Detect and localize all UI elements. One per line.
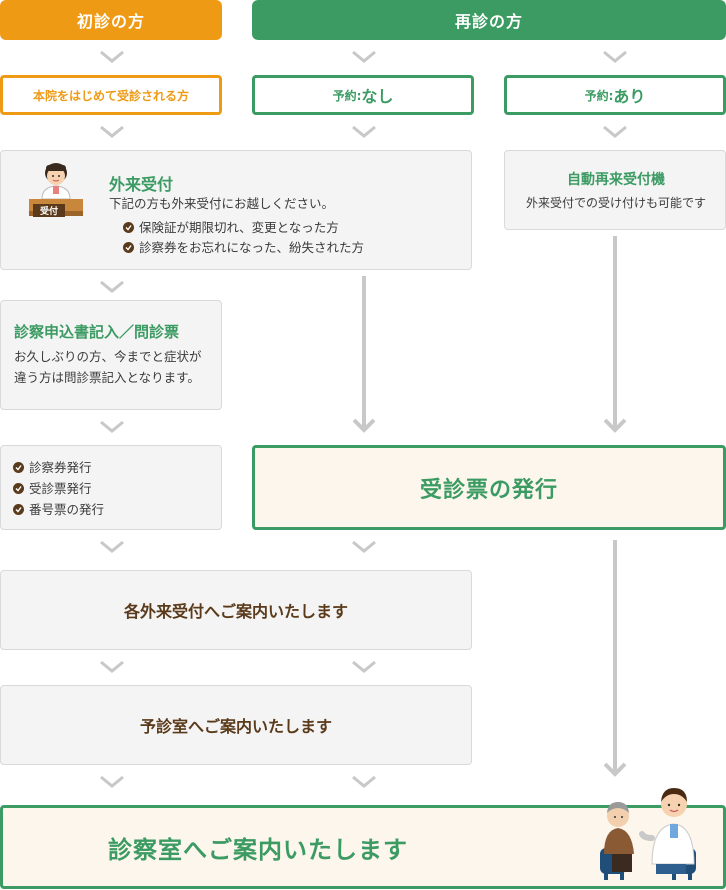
check-icon (13, 483, 24, 494)
outpatient-item-text: 保険証が期限切れ、変更となった方 (139, 220, 339, 235)
issue-item-text: 受診票発行 (29, 481, 92, 496)
outpatient-item: 診察券をお忘れになった、紛失された方 (123, 237, 364, 258)
first-visit-label-text: 本院をはじめて受診される方 (32, 88, 189, 103)
chevron-down-icon (603, 125, 627, 138)
guide-outpatient-text: 各外来受付へご案内いたします (123, 602, 348, 621)
issue-item-text: 番号票の発行 (29, 502, 105, 517)
kiosk-desc: 外来受付での受け付けも可能です (525, 196, 706, 210)
arrow-down-icon (603, 540, 627, 777)
revisit-header-label: 再診の方 (454, 12, 523, 31)
guide-outpatient-box: 各外来受付へご案内いたします (0, 570, 472, 650)
questionnaire-box: 診察申込書記入／問診票 お久しぶりの方、今までと症状が 違う方は問診票記入となり… (0, 300, 222, 410)
chevron-down-icon (352, 540, 376, 553)
reception-sign: 受付 (33, 204, 65, 217)
issue-ticket-text: 受診票の発行 (419, 477, 558, 503)
chevron-down-icon (100, 660, 124, 673)
revisit-header: 再診の方 (252, 0, 726, 40)
issue-checklist-box: 診察券発行 受診票発行 番号票の発行 (0, 445, 222, 530)
guide-waiting-text: 予診室へご案内いたします (139, 717, 332, 736)
issue-item-text: 診察券発行 (29, 460, 92, 475)
reservation-value: あり (613, 87, 646, 106)
check-icon (13, 504, 24, 515)
chevron-down-icon (352, 125, 376, 138)
doctor-patient-icon (600, 788, 696, 880)
check-icon (123, 242, 134, 253)
arrow-down-icon (352, 276, 376, 433)
outpatient-reception-box: 受付 外来受付 下記の方も外来受付にお越しください。 保険証が期限切れ、変更とな… (0, 150, 472, 270)
first-visit-label: 本院をはじめて受診される方 (0, 75, 222, 115)
outpatient-title: 外来受付 (109, 175, 174, 194)
outpatient-item-text: 診察券をお忘れになった、紛失された方 (139, 240, 365, 255)
questionnaire-line2: 違う方は問診票記入となります。 (14, 370, 200, 385)
questionnaire-title: 診察申込書記入／問診票 (14, 323, 180, 341)
chevron-down-icon (352, 50, 376, 63)
check-icon (13, 462, 24, 473)
outpatient-desc: 下記の方も外来受付にお越しください。 (109, 196, 335, 211)
outpatient-item: 保険証が期限切れ、変更となった方 (123, 217, 339, 238)
kiosk-title: 自動再来受付機 (567, 172, 665, 188)
guide-exam-text: 診察室へご案内いたします (108, 835, 408, 864)
guide-waiting-box: 予診室へご案内いたします (0, 685, 472, 765)
no-reservation-value: なし (361, 87, 394, 106)
chevron-down-icon (352, 775, 376, 788)
reception-sign-text: 受付 (39, 207, 58, 217)
kiosk-box: 自動再来受付機 外来受付での受け付けも可能です (504, 150, 726, 230)
chevron-down-icon (100, 420, 124, 433)
first-visit-header: 初診の方 (0, 0, 222, 40)
issue-ticket-box: 受診票の発行 (252, 445, 726, 530)
issue-item: 診察券発行 (13, 457, 92, 478)
no-reservation-label: 予約:なし (252, 75, 474, 115)
arrow-down-icon (603, 236, 627, 433)
questionnaire-line1: お久しぶりの方、今までと症状が (14, 349, 202, 364)
reservation-prefix: 予約: (584, 88, 614, 103)
chevron-down-icon (100, 280, 124, 293)
chevron-down-icon (603, 50, 627, 63)
reservation-label: 予約:あり (504, 75, 726, 115)
issue-item: 受診票発行 (13, 478, 92, 499)
chevron-down-icon (100, 125, 124, 138)
no-reservation-prefix: 予約: (332, 88, 362, 103)
issue-item: 番号票の発行 (13, 499, 104, 520)
first-visit-header-label: 初診の方 (76, 12, 145, 31)
chevron-down-icon (100, 775, 124, 788)
chevron-down-icon (100, 50, 124, 63)
chevron-down-icon (352, 660, 376, 673)
chevron-down-icon (100, 540, 124, 553)
check-icon (123, 222, 134, 233)
